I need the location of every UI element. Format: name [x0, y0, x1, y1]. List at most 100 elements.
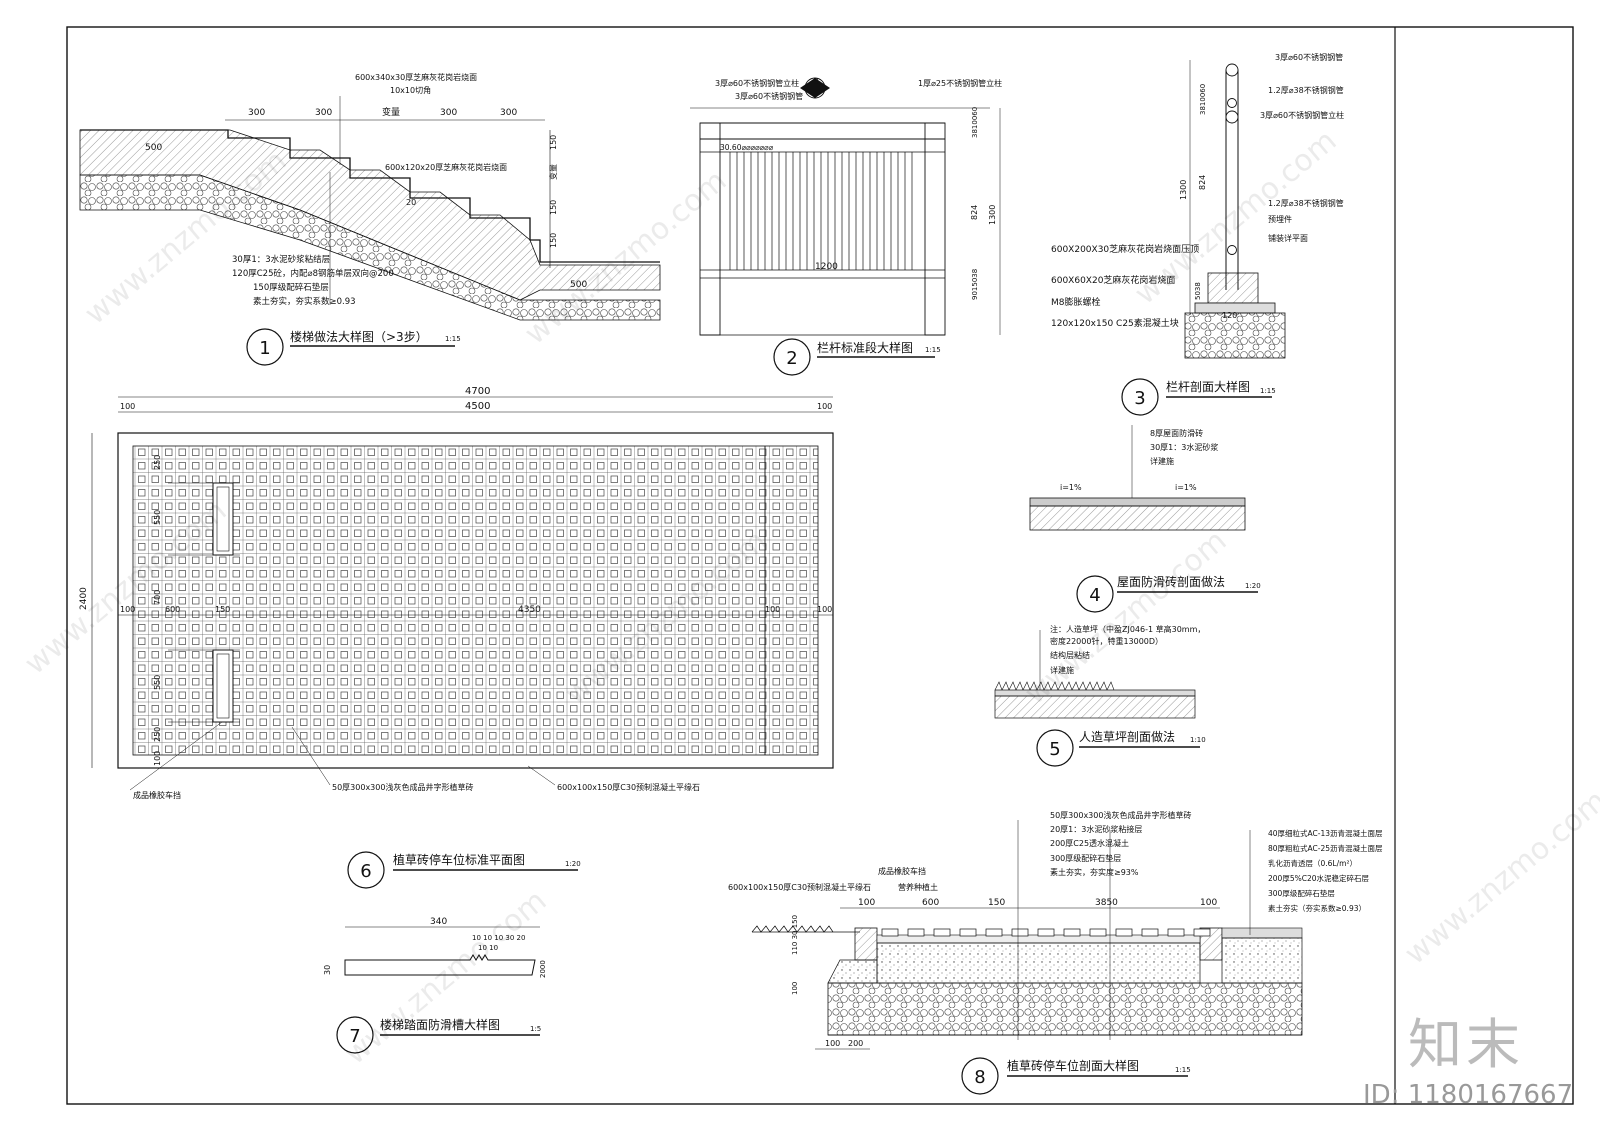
svg-text:300: 300 — [315, 108, 332, 118]
svg-text:详建施: 详建施 — [1150, 456, 1174, 466]
svg-text:100: 100 — [817, 605, 832, 614]
svg-text:300: 300 — [440, 108, 457, 118]
parking-plan: 4700 4500 100 100 2400 250 550 700 550 2… — [79, 386, 834, 889]
parking-section: 100 600 150 3850 100 100 200 110 30 150 … — [728, 810, 1383, 1095]
svg-text:150: 150 — [549, 135, 558, 150]
svg-text:4700: 4700 — [465, 386, 490, 397]
svg-text:3厚⌀60不锈钢钢管: 3厚⌀60不锈钢钢管 — [735, 91, 803, 101]
svg-text:3810060: 3810060 — [1199, 84, 1207, 115]
svg-text:340: 340 — [430, 917, 447, 927]
svg-text:150: 150 — [549, 233, 558, 248]
grass-paver — [881, 928, 899, 937]
svg-text:2400: 2400 — [79, 587, 89, 610]
grass-paver — [985, 928, 1003, 937]
svg-text:10x10切角: 10x10切角 — [390, 85, 431, 95]
grass-paver — [1011, 928, 1029, 937]
svg-text:8厚屋面防滑砖: 8厚屋面防滑砖 — [1150, 428, 1203, 438]
svg-text:3厚⌀60不锈钢钢管立柱: 3厚⌀60不锈钢钢管立柱 — [1260, 110, 1344, 120]
svg-text:9015038: 9015038 — [971, 269, 979, 300]
drawing-7-title: 楼梯踏面防滑槽大样图 — [380, 1017, 500, 1032]
svg-text:变量: 变量 — [548, 164, 558, 180]
svg-text:结构层粘结: 结构层粘结 — [1050, 650, 1090, 660]
svg-text:600x100x150厚C30预制混凝土平缘石: 600x100x150厚C30预制混凝土平缘石 — [557, 782, 700, 792]
svg-text:素土夯实，夯实度≥93%: 素土夯实，夯实度≥93% — [1050, 867, 1139, 877]
grass-paver — [1141, 928, 1159, 937]
svg-text:3850: 3850 — [1095, 898, 1118, 908]
drawing-6-title: 植草砖停车位标准平面图 — [393, 852, 525, 867]
svg-text:500: 500 — [570, 280, 587, 290]
svg-text:铺装详平面: 铺装详平面 — [1268, 233, 1308, 243]
svg-text:8: 8 — [974, 1067, 985, 1088]
svg-text:素土夯实（夯实系数≥0.93）: 素土夯实（夯实系数≥0.93） — [1268, 903, 1366, 913]
svg-text:1300: 1300 — [988, 205, 997, 225]
roof-tile-section: 8厚屋面防滑砖 30厚1：3水泥砂浆 详建施 i=1% i=1% 4 屋面防滑砖… — [1029, 425, 1261, 613]
svg-text:100: 100 — [791, 982, 799, 995]
svg-text:550: 550 — [153, 675, 162, 690]
grass-paver — [1115, 928, 1133, 937]
svg-text:4: 4 — [1089, 585, 1100, 606]
svg-text:1200: 1200 — [815, 262, 838, 272]
railing-section: 1300 824 3810060 5038 3厚⌀60不锈钢钢管 1.2厚⌀38… — [1051, 52, 1344, 416]
svg-text:200厚C25透水混凝土: 200厚C25透水混凝土 — [1050, 838, 1129, 848]
drawing-5-title: 人造草坪剖面做法 — [1079, 729, 1175, 744]
svg-text:7: 7 — [349, 1026, 360, 1047]
svg-text:3810060: 3810060 — [971, 107, 979, 138]
svg-text:120: 120 — [1222, 311, 1237, 320]
svg-text:详建施: 详建施 — [1050, 665, 1074, 675]
svg-text:密度22000针，特重13000D）: 密度22000针，特重13000D） — [1050, 636, 1163, 646]
svg-text:50厚300x300浅灰色成品井字形植草砖: 50厚300x300浅灰色成品井字形植草砖 — [1050, 810, 1191, 820]
svg-text:600x120x20厚芝麻灰花岗岩烧面: 600x120x20厚芝麻灰花岗岩烧面 — [385, 162, 507, 172]
svg-text:预埋件: 预埋件 — [1268, 214, 1292, 224]
image-id: ID: 1180167667 — [1363, 1080, 1574, 1110]
drawing-4-title: 屋面防滑砖剖面做法 — [1117, 574, 1225, 589]
svg-text:600x100x150厚C30预制混凝土平缘石: 600x100x150厚C30预制混凝土平缘石 — [728, 882, 871, 892]
grass-paver — [907, 928, 925, 937]
svg-text:100: 100 — [120, 605, 135, 614]
svg-text:600X200X30芝麻灰花岗岩烧面压顶: 600X200X30芝麻灰花岗岩烧面压顶 — [1051, 243, 1199, 255]
svg-text:200: 200 — [848, 1039, 863, 1048]
svg-text:100: 100 — [120, 402, 135, 411]
svg-text:550: 550 — [153, 510, 162, 525]
tread-groove-detail: 340 10 10 10 30 20 10 10 30 2000 7 楼梯踏面防… — [323, 917, 547, 1054]
svg-text:4350: 4350 — [518, 605, 541, 615]
svg-text:1:15: 1:15 — [1260, 387, 1276, 395]
svg-text:3厚⌀60不锈钢钢管立柱: 3厚⌀60不锈钢钢管立柱 — [715, 78, 799, 88]
svg-text:100: 100 — [1200, 898, 1217, 908]
svg-text:i=1%: i=1% — [1175, 483, 1197, 492]
svg-text:600: 600 — [165, 605, 180, 614]
svg-text:300: 300 — [248, 108, 265, 118]
svg-text:1.2厚⌀38不锈钢钢管: 1.2厚⌀38不锈钢钢管 — [1268, 85, 1344, 95]
svg-text:1.2厚⌀38不锈钢钢管: 1.2厚⌀38不锈钢钢管 — [1268, 198, 1344, 208]
svg-text:营养种植土: 营养种植土 — [898, 882, 938, 892]
svg-text:150: 150 — [988, 898, 1005, 908]
svg-text:700: 700 — [153, 590, 162, 605]
svg-text:600x340x30厚芝麻灰花岗岩烧面: 600x340x30厚芝麻灰花岗岩烧面 — [355, 72, 477, 82]
svg-text:5: 5 — [1049, 739, 1060, 760]
svg-text:20: 20 — [406, 198, 416, 207]
svg-text:1300: 1300 — [1179, 180, 1188, 200]
grass-paver — [1193, 928, 1211, 937]
grass-paver — [1037, 928, 1055, 937]
railing-elevation: 1300 824 3810060 9015038 1200 30.60⌀⌀⌀⌀⌀… — [690, 77, 1002, 376]
svg-text:100: 100 — [765, 605, 780, 614]
svg-text:100: 100 — [153, 751, 162, 766]
svg-text:150: 150 — [549, 200, 558, 215]
svg-text:100: 100 — [858, 898, 875, 908]
svg-text:20厚1：3水泥砂浆粘接层: 20厚1：3水泥砂浆粘接层 — [1050, 824, 1142, 834]
svg-text:素土夯实，夯实系数≥0.93: 素土夯实，夯实系数≥0.93 — [253, 296, 356, 307]
svg-text:110 30 150: 110 30 150 — [791, 915, 799, 955]
drawing-1-title: 楼梯做法大样图（>3步） — [290, 329, 428, 344]
svg-text:i=1%: i=1% — [1060, 483, 1082, 492]
grass-paver — [1089, 928, 1107, 937]
svg-text:500: 500 — [145, 143, 162, 153]
svg-text:注：人造草坪（中盈ZJ046-1 草高30mm，: 注：人造草坪（中盈ZJ046-1 草高30mm， — [1050, 624, 1205, 634]
svg-text:250: 250 — [153, 455, 162, 470]
svg-text:M8膨胀螺栓: M8膨胀螺栓 — [1051, 296, 1101, 308]
svg-text:300厚级配碎石垫层: 300厚级配碎石垫层 — [1268, 888, 1335, 898]
svg-text:600: 600 — [922, 898, 939, 908]
drawing-3-title: 栏杆剖面大样图 — [1166, 379, 1250, 394]
svg-text:3厚⌀60不锈钢钢管: 3厚⌀60不锈钢钢管 — [1275, 52, 1343, 62]
svg-text:4500: 4500 — [465, 401, 490, 412]
svg-text:3: 3 — [813, 77, 818, 86]
